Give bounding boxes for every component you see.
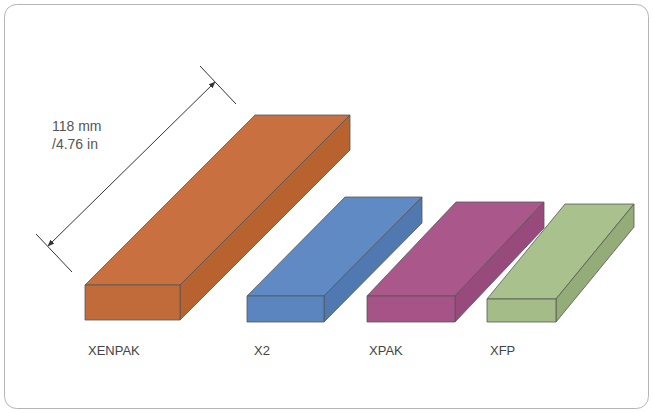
module-name: XFP: [490, 343, 515, 359]
frame: [5, 5, 649, 409]
front-face: [85, 285, 180, 320]
module-block: [487, 204, 634, 322]
front-face: [247, 296, 324, 322]
module-name: XPAK: [369, 343, 403, 359]
front-face: [367, 296, 455, 322]
dimension-label: 118 mm /4.76 in: [52, 118, 124, 153]
front-face: [487, 299, 556, 322]
side-face: [556, 204, 634, 322]
extension-line: [200, 66, 236, 104]
module-name: XENPAK: [88, 343, 140, 359]
module-name: X2: [254, 343, 270, 359]
